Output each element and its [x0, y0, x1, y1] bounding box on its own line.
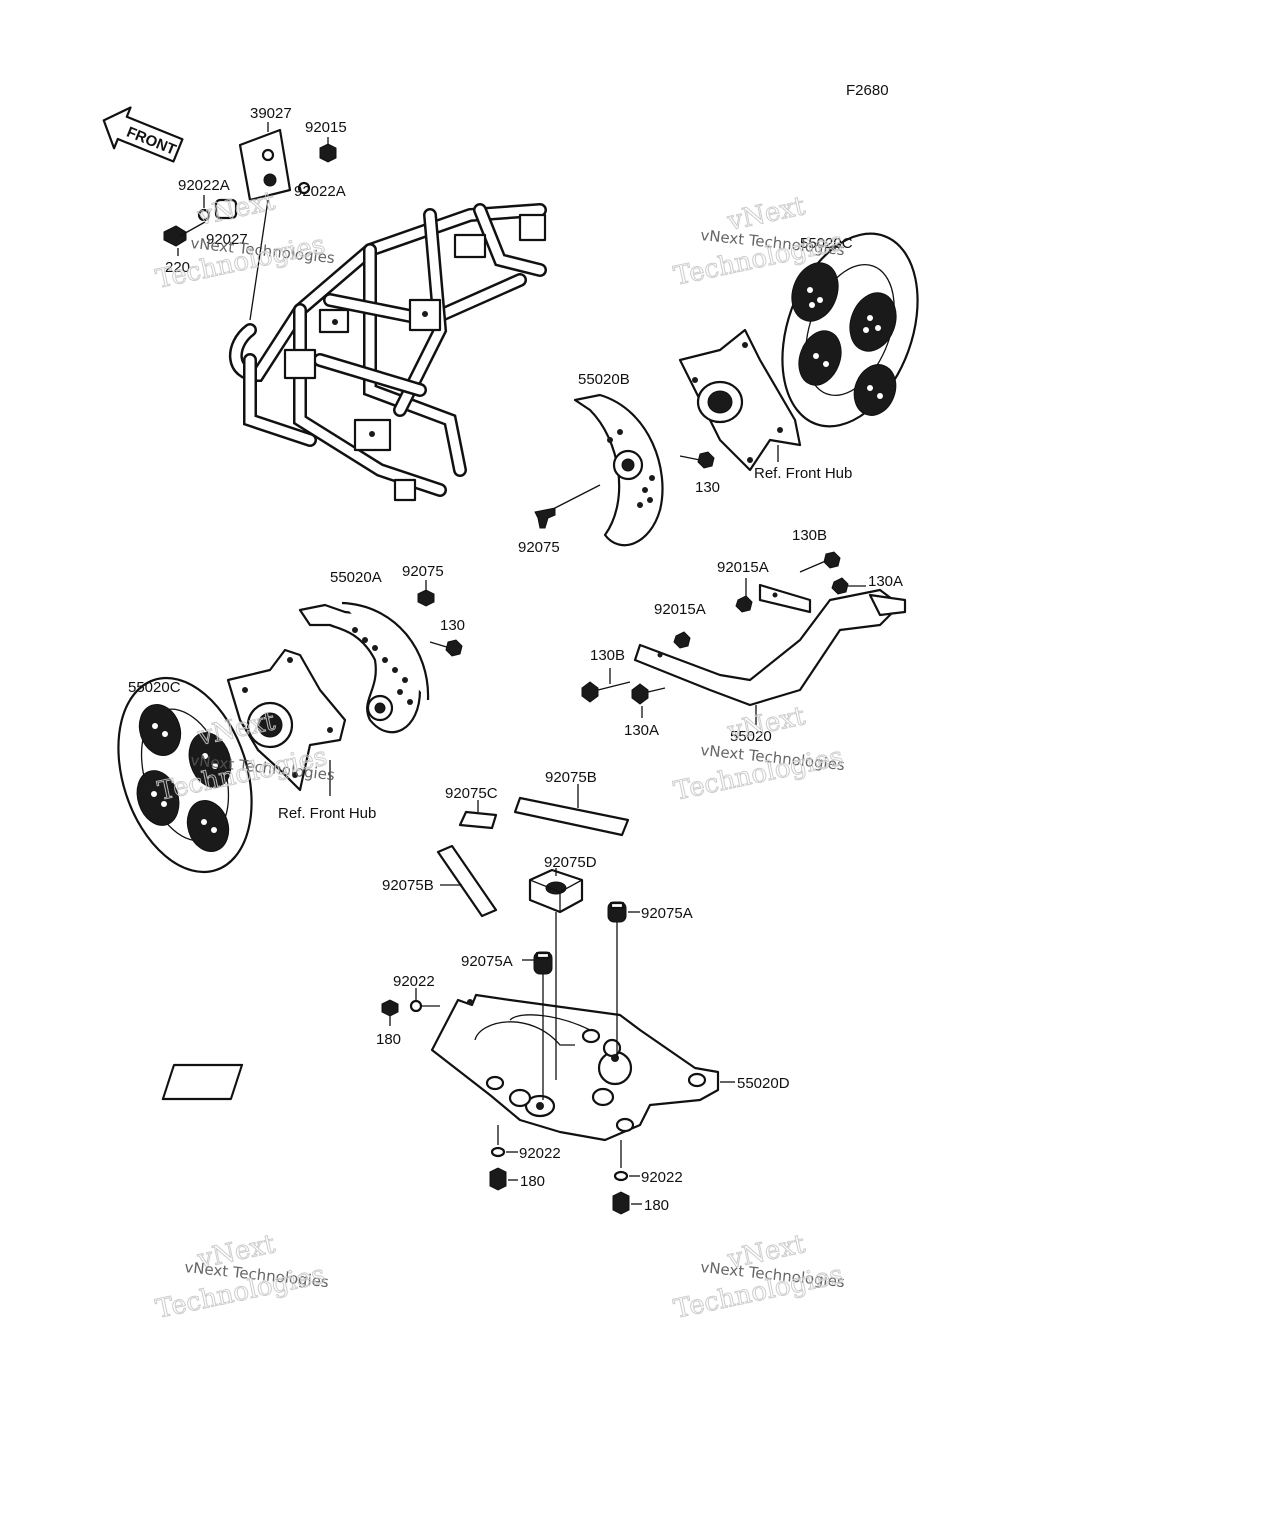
callout-180-bottom: 180 [520, 1173, 545, 1190]
rivet-92075-mid [417, 589, 435, 607]
block-92075D [528, 868, 584, 914]
bolt-130B-top [799, 551, 841, 573]
callout-92015-top: 92015 [305, 119, 347, 136]
callout-92022-right: 92022 [641, 1169, 683, 1186]
front-arrow-icon: FRONT [102, 106, 184, 163]
callout-92027: 92027 [206, 231, 248, 248]
callout-39027: 39027 [250, 105, 292, 122]
callout-55020D: 55020D [737, 1075, 790, 1092]
callout-55020C-left: 55020C [128, 679, 181, 696]
bolt-130-top [697, 451, 715, 469]
callout-92075-left: 92075 [518, 539, 560, 556]
bolt-130A-bottom [631, 683, 666, 705]
callout-130A-bottom: 130A [624, 722, 659, 739]
watermark-bottom-right: vNext vNext Technologies Technologies [671, 1229, 847, 1326]
callout-55020: 55020 [730, 728, 772, 745]
washer-92022-right [613, 1170, 629, 1182]
callout-92022-left: 92022 [393, 973, 435, 990]
nut-92015A-a [735, 595, 753, 613]
washer-92022-left [409, 999, 423, 1013]
front-hub-right [678, 328, 802, 472]
ref-front-hub-left: Ref. Front Hub [278, 805, 376, 822]
bolt-130A-right [831, 577, 849, 595]
callout-92075B-top: 92075B [545, 769, 597, 786]
bolt-180-left [381, 999, 399, 1017]
bracket-39027 [238, 128, 292, 202]
bolt-130-mid [429, 639, 463, 657]
bolt-180-bottom [489, 1167, 507, 1191]
watermark-mid-right: vNext vNext Technologies Technologies [671, 701, 847, 808]
callout-55020B: 55020B [578, 371, 630, 388]
nut-92015A-b [673, 631, 691, 649]
bolt-220 [163, 225, 187, 247]
pad-92075C [458, 810, 498, 830]
callout-92075C: 92075C [445, 785, 498, 802]
damper-92075A-right [607, 901, 627, 923]
callout-92022-bottom: 92022 [519, 1145, 561, 1162]
callout-130-top: 130 [695, 479, 720, 496]
watermark-bottom-left: vNext vNext Technologies Technologies [153, 1229, 330, 1326]
callout-92075B-left: 92075B [382, 877, 434, 894]
guard-bar-55020 [633, 583, 907, 707]
collar-92027 [214, 198, 238, 220]
figure-code: F2680 [846, 82, 889, 99]
callout-130B-left: 130B [590, 647, 625, 664]
front-hub-left [226, 648, 347, 792]
callout-180-right: 180 [644, 1197, 669, 1214]
callout-92075-mid: 92075 [402, 563, 444, 580]
frame-assembly [229, 203, 547, 502]
disc-cover-55020B [573, 393, 664, 547]
callout-92075D: 92075D [544, 854, 597, 871]
callout-55020C-top: 55020C [800, 235, 853, 252]
washer-92022A-right [297, 181, 311, 195]
callout-92075A-left: 92075A [461, 953, 513, 970]
callout-92022A-right: 92022A [294, 183, 346, 200]
washer-92022A-left [197, 208, 211, 222]
callout-180-left: 180 [376, 1031, 401, 1048]
callout-220: 220 [165, 259, 190, 276]
callout-92075A-right: 92075A [641, 905, 693, 922]
pad-92075B-top [513, 796, 630, 837]
callout-130A-right: 130A [868, 573, 903, 590]
brake-disc-55020C-left [117, 676, 253, 874]
callout-130-mid: 130 [440, 617, 465, 634]
ref-front-hub-top: Ref. Front Hub [754, 465, 852, 482]
disc-cover-55020A [298, 601, 430, 734]
pad-92075B-left [436, 844, 498, 918]
nut-92015 [319, 143, 337, 163]
callout-92015A-b: 92015A [654, 601, 706, 618]
callout-130B-top: 130B [792, 527, 827, 544]
callout-92022A-left: 92022A [178, 177, 230, 194]
callout-55020A: 55020A [330, 569, 382, 586]
bolt-180-right [612, 1191, 630, 1215]
brake-disc-55020C-top [781, 232, 919, 428]
damper-92075A-left [533, 951, 553, 975]
skid-plate-55020D [161, 993, 720, 1142]
washer-92022-bottom [490, 1146, 506, 1158]
bolt-130B-left [581, 681, 631, 703]
callout-92015A-a: 92015A [717, 559, 769, 576]
rivet-92075-top [534, 507, 556, 529]
